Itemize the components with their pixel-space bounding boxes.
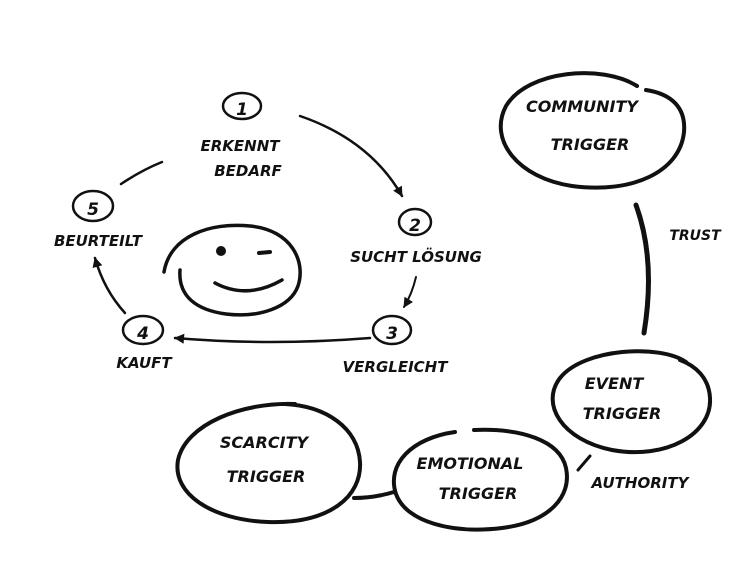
event-trigger-label: TRIGGER <box>583 404 662 423</box>
trigger-network: COMMUNITY TRIGGER TRUST EVENT TRIGGER AU… <box>175 71 722 532</box>
scarcity-emotional-connector <box>352 490 396 500</box>
step-number-circle <box>221 91 263 121</box>
journey-step-4: 4 KAUFT <box>116 314 173 372</box>
step-label: KAUFT <box>116 354 173 372</box>
arrow-step2-to-step3 <box>403 276 417 308</box>
step-number: 2 <box>409 216 421 236</box>
arrow-step4-to-step5 <box>92 256 127 315</box>
scarcity-trigger-node: SCARCITY TRIGGER <box>175 401 363 525</box>
emotional-trigger-label: EMOTIONAL <box>417 454 524 473</box>
step-number: 3 <box>386 324 398 344</box>
step-label: SUCHT LÖSUNG <box>350 247 482 266</box>
authority-connector-label: AUTHORITY <box>591 474 691 492</box>
step-label: VERGLEICHT <box>343 358 450 376</box>
authority-connector-line <box>576 454 592 472</box>
community-trigger-label: TRIGGER <box>551 135 630 154</box>
scarcity-trigger-label: TRIGGER <box>227 467 306 486</box>
step-number-circle <box>121 314 165 346</box>
step-label: BEDARF <box>214 162 282 180</box>
step-label: BEURTEILT <box>54 232 144 250</box>
arrow-step3-to-step4 <box>173 333 372 344</box>
event-trigger-label: EVENT <box>585 374 645 393</box>
event-trigger-node: EVENT TRIGGER <box>550 349 713 455</box>
emotional-trigger-node: EMOTIONAL TRIGGER <box>392 427 569 532</box>
journey-step-2: 2 SUCHT LÖSUNG <box>350 207 482 266</box>
scarcity-trigger-label: SCARCITY <box>220 433 310 452</box>
journey-cycle: 1 ERKENNT BEDARF 2 SUCHT LÖSUNG 3 VERGLE… <box>54 91 482 376</box>
arrow-step1-to-step2 <box>298 114 404 198</box>
trust-connector-label: TRUST <box>669 228 722 244</box>
step-number: 4 <box>136 324 149 344</box>
community-trigger-label: COMMUNITY <box>526 97 639 116</box>
step-number-circle <box>371 314 413 346</box>
step-number: 5 <box>87 200 99 220</box>
journey-step-5: 5 BEURTEILT <box>54 189 144 250</box>
step-number-circle <box>397 207 433 237</box>
step-label: ERKENNT <box>200 137 281 155</box>
journey-step-1: 1 ERKENNT BEDARF <box>200 91 283 180</box>
emotional-trigger-label: TRIGGER <box>439 484 518 503</box>
connector-step5-to-step1 <box>119 160 164 186</box>
step-number: 1 <box>236 100 248 120</box>
journey-step-3: 3 VERGLEICHT <box>343 314 450 376</box>
trust-connector-line <box>633 202 651 336</box>
smiley-face-icon <box>162 223 302 317</box>
step-number-circle <box>71 189 115 223</box>
community-trigger-node: COMMUNITY TRIGGER <box>498 71 687 190</box>
